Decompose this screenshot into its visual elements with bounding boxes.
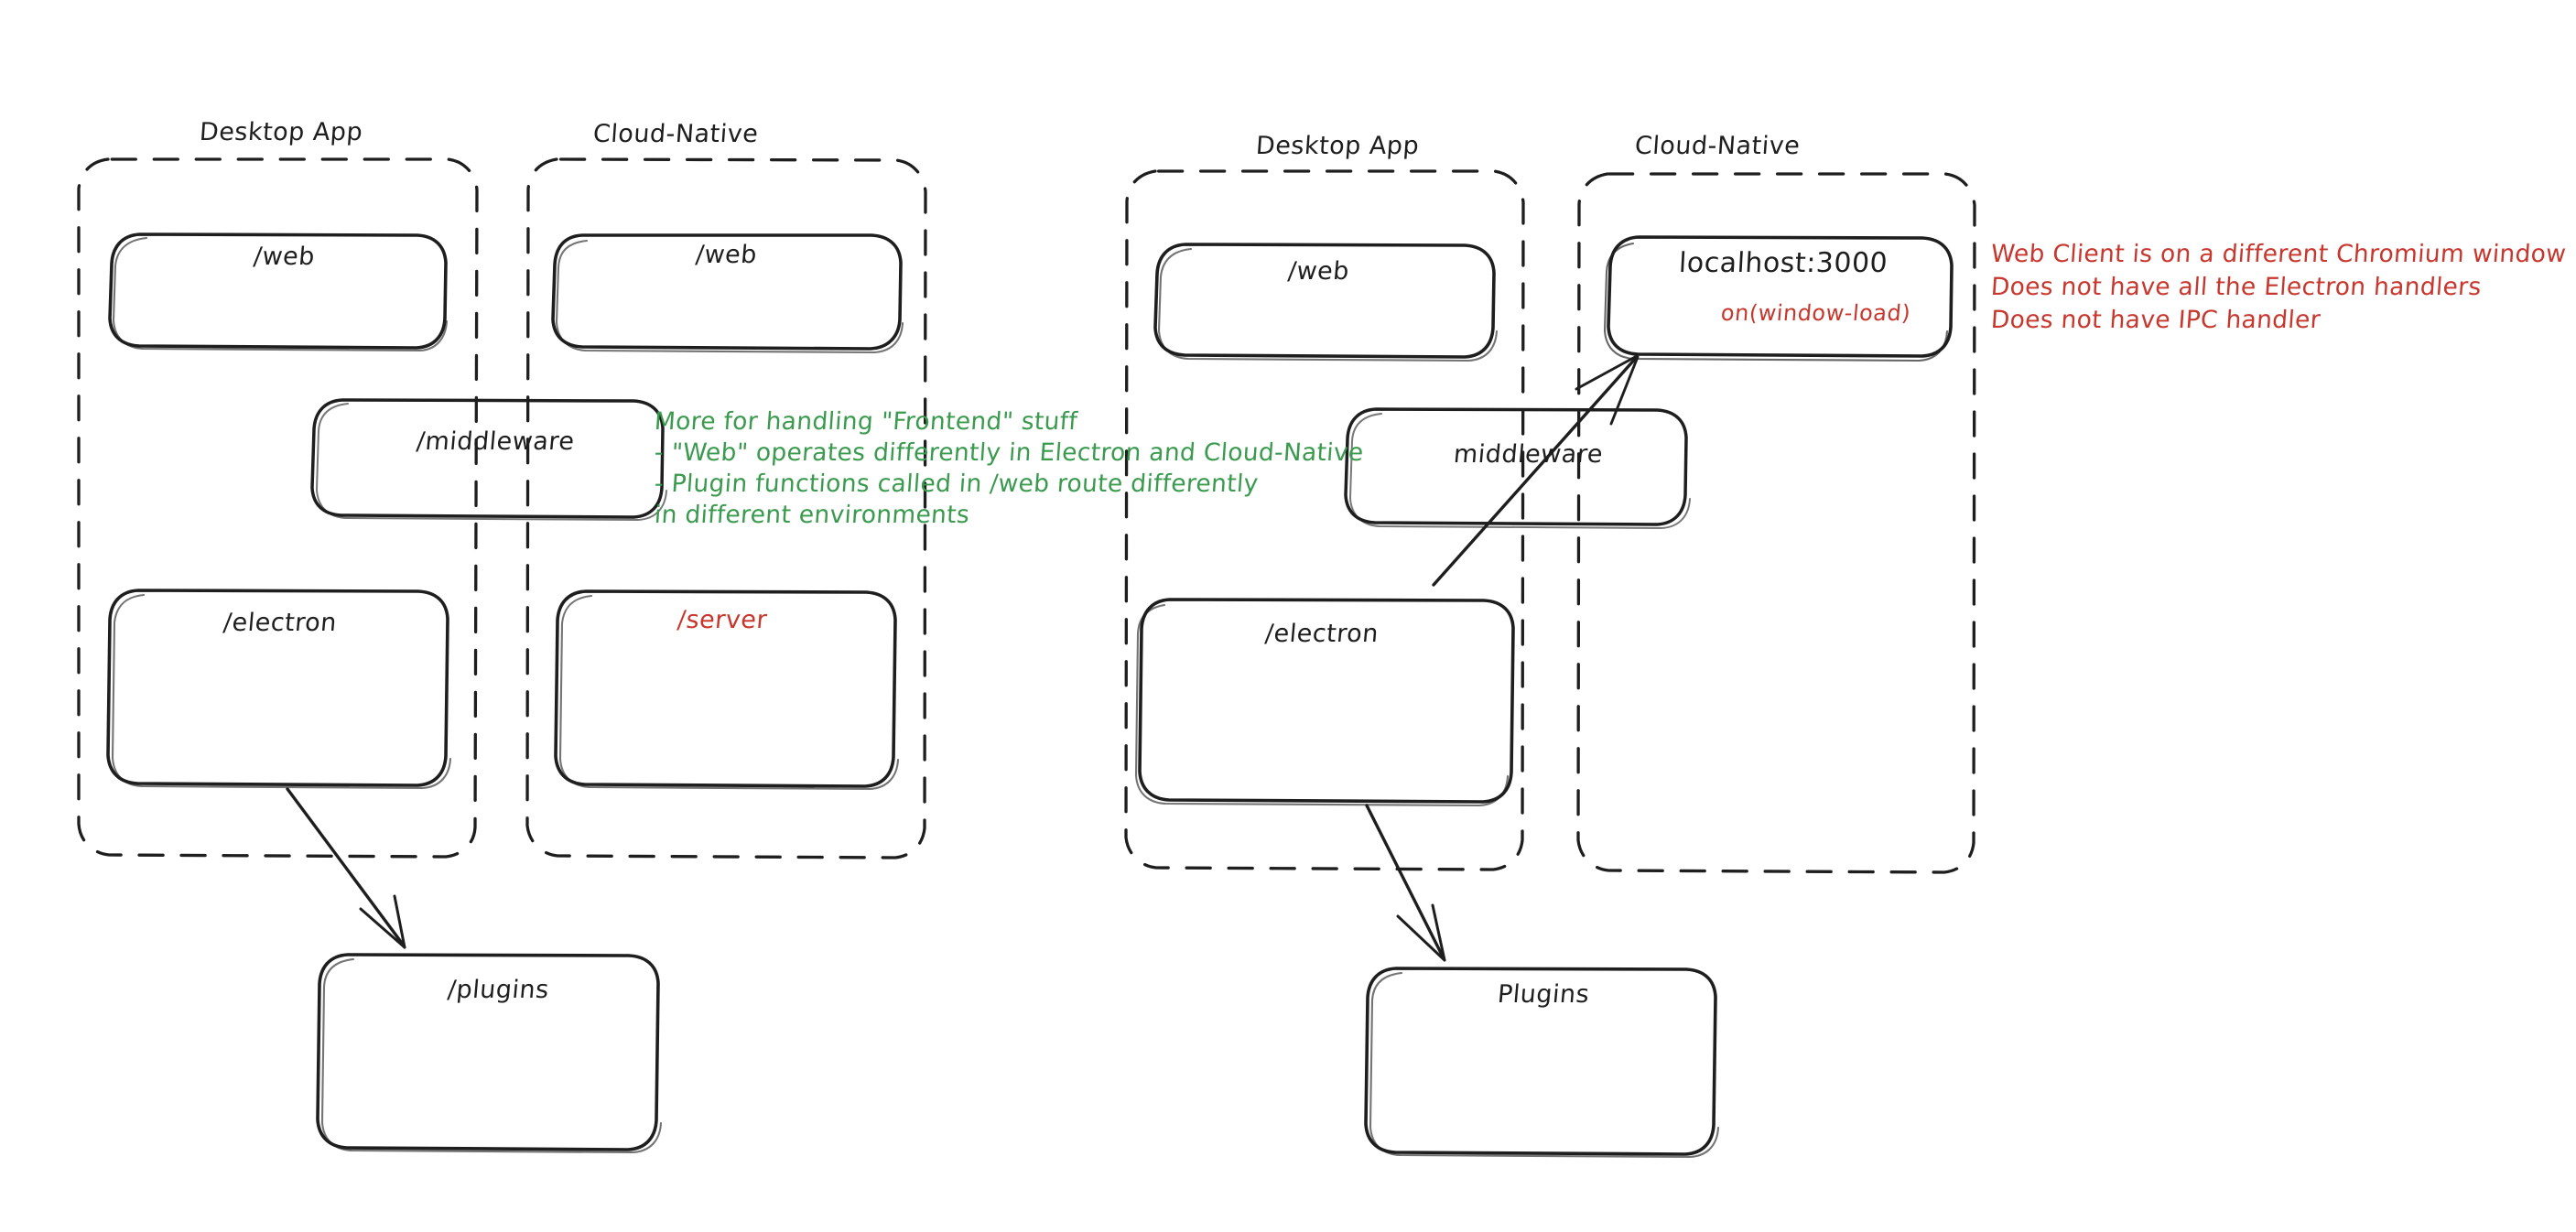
annotation-green-line-2: - "Web" operates differently in Electron…: [653, 438, 1365, 467]
box-left-plugins: [316, 953, 663, 1154]
annotation-green-line-3: - Plugin functions called in /web route …: [653, 470, 1260, 498]
box-label-right-middleware: middleware: [1452, 440, 1605, 469]
annotation-red-line-1: Web Client is on a different Chromium wi…: [1989, 240, 2568, 268]
group-title-right-desktop-app: Desktop App: [1254, 132, 1421, 160]
box-label-left-plugins: /plugins: [446, 976, 551, 1004]
box-left-server: [554, 589, 900, 791]
arrow-right-electron-to-plugins: [1365, 804, 1446, 962]
box-right-plugins: [1364, 967, 1720, 1159]
box-label-right-electron: /electron: [1263, 620, 1380, 648]
box-right-middleware: [1344, 407, 1691, 529]
box-label-left-electron: /electron: [222, 609, 339, 637]
arrow-right-electron-to-localhost: [1432, 354, 1640, 587]
box-right-electron: [1134, 598, 1515, 807]
box-label-right-web: /web: [1286, 257, 1351, 286]
container-left-desktop-app: [77, 157, 479, 859]
container-right-desktop-app: [1124, 169, 1525, 871]
annotation-green-line-4: in different environments: [653, 501, 971, 529]
box-left-web: [108, 232, 449, 352]
box-right-localhost: [1603, 235, 1954, 362]
box-sublabel-right-localhost-onwindowload: on(window-load): [1719, 300, 1912, 326]
box-right-web: [1153, 243, 1499, 362]
box-label-right-localhost: localhost:3000: [1678, 247, 1889, 279]
box-left-electron: [106, 589, 452, 790]
box-label-left-server: /server: [676, 606, 769, 634]
box-left-middleware: [310, 398, 667, 521]
box-label-left-middleware: /middleware: [415, 427, 576, 456]
annotation-red-line-3: Does not have IPC handler: [1989, 306, 2322, 334]
annotation-green-line-1: More for handling "Frontend" stuff: [653, 407, 1079, 436]
annotation-red-line-2: Does not have all the Electron handlers: [1989, 273, 2483, 301]
container-left-cloud-native: [525, 157, 927, 859]
arrow-left-electron-to-plugins: [286, 787, 406, 949]
box-label-left-cloud-web: /web: [694, 241, 759, 269]
box-label-left-web: /web: [252, 243, 317, 271]
box-label-right-plugins: Plugins: [1496, 980, 1591, 1009]
container-right-cloud-native: [1576, 172, 1976, 874]
group-title-left-cloud-native: Cloud-Native: [591, 120, 760, 148]
group-title-left-desktop-app: Desktop App: [198, 118, 364, 146]
group-title-right-cloud-native: Cloud-Native: [1633, 132, 1802, 160]
box-left-cloud-web: [551, 233, 904, 354]
